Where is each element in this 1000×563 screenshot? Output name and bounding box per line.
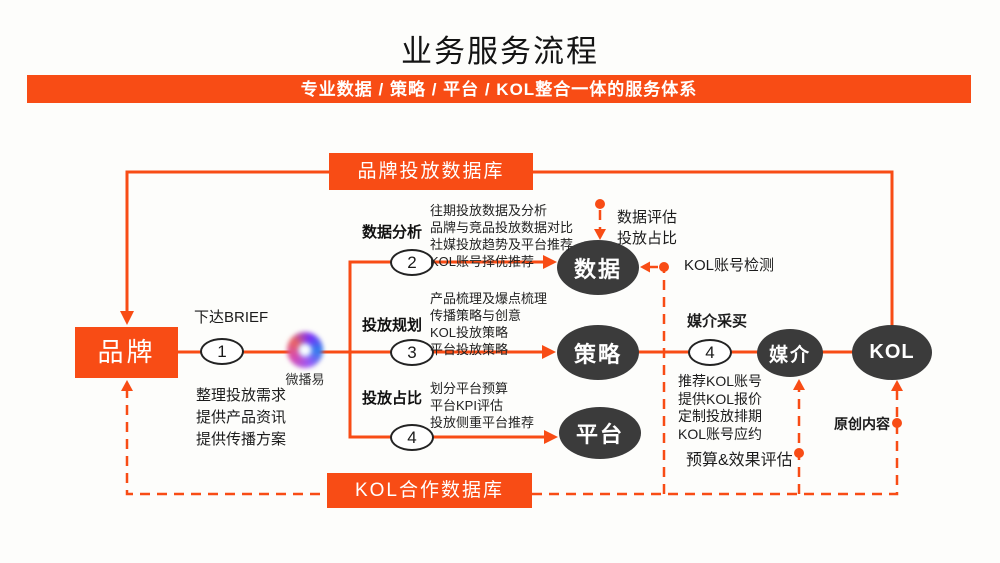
step-4-item: 投放侧重平台推荐 [430, 415, 535, 430]
media-buy-title: 媒介采买 [687, 313, 748, 330]
step-2-item-list: 往期投放数据及分析 品牌与竞品投放数据对比 社媒投放趋势及平台推荐 KOL账号择… [430, 202, 573, 270]
brand-box: 品牌 [75, 327, 178, 378]
page-title: 业务服务流程 [401, 34, 599, 69]
node-platform: 平台 [559, 407, 641, 459]
dashed-arrowheads [121, 229, 903, 391]
step-2-item: 往期投放数据及分析 [430, 203, 548, 218]
step-2-circle: 2 [390, 249, 434, 276]
brand-delivery-database-box: 品牌投放数据库 [329, 153, 533, 190]
step-4-title: 投放占比 [362, 390, 423, 407]
media-buy-item: 定制投放排期 [678, 408, 762, 424]
data-eval-line: 数据评估 [617, 209, 678, 226]
step-1-circle: 1 [200, 338, 244, 365]
step-4-item-list: 划分平台预算 平台KPI评估 投放侧重平台推荐 [430, 380, 534, 431]
kol-cooperation-database-box: KOL合作数据库 [327, 473, 532, 508]
original-content-annotation: 原创内容 [834, 416, 890, 432]
step-3-item-list: 产品梳理及爆点梳理 传播策略与创意 KOL投放策略 平台投放策略 [430, 290, 547, 358]
step-3-title: 投放规划 [362, 317, 423, 334]
weiboyi-logo-label: 微播易 [285, 372, 325, 387]
subtitle-banner: 专业数据 / 策略 / 平台 / KOL整合一体的服务体系 [27, 75, 971, 103]
brand-task-item: 提供传播方案 [196, 431, 287, 448]
node-data: 数据 [557, 240, 639, 295]
data-eval-annotation: 数据评估 投放占比 [617, 207, 677, 249]
data-eval-line: 投放占比 [617, 230, 678, 247]
step-3-item: 传播策略与创意 [430, 308, 522, 323]
node-media: 媒介 [757, 329, 823, 377]
brand-task-list: 整理投放需求 提供产品资讯 提供传播方案 [196, 385, 286, 451]
node-strategy: 策略 [557, 325, 639, 380]
step-3-circle: 3 [390, 339, 434, 366]
kol-check-annotation: KOL账号检测 [684, 257, 775, 274]
media-buy-item: 推荐KOL账号 [678, 373, 763, 389]
step-3-item: KOL投放策略 [430, 325, 509, 340]
step-4-item: 平台KPI评估 [430, 398, 503, 413]
brand-task-item: 提供产品资讯 [196, 409, 287, 426]
media-buy-item: KOL账号应约 [678, 425, 763, 442]
node-kol: KOL [852, 325, 932, 380]
step-2-title: 数据分析 [362, 224, 423, 241]
step-4-circle: 4 [390, 424, 434, 451]
solid-arrowheads [120, 255, 558, 444]
budget-eval-annotation: 预算&效果评估 [686, 452, 793, 469]
weiboyi-logo-icon [287, 332, 323, 368]
brief-arrow-label: 下达BRIEF [194, 309, 269, 326]
step-2-item: 社媒投放趋势及平台推荐 [430, 237, 574, 252]
brand-task-item: 整理投放需求 [196, 387, 287, 404]
media-buy-item-list: 推荐KOL账号 提供KOL报价 定制投放排期 KOL账号应约 [678, 373, 762, 443]
step-2-item: 品牌与竞品投放数据对比 [430, 220, 574, 235]
step-3-item: 平台投放策略 [430, 342, 509, 357]
media-buy-item: 提供KOL报价 [678, 390, 763, 407]
step-2-item: KOL账号择优推荐 [430, 254, 535, 269]
step-3-item: 产品梳理及爆点梳理 [430, 291, 548, 306]
step-4-item: 划分平台预算 [430, 381, 509, 396]
step-media-buy-circle: 4 [688, 339, 732, 366]
connector-dots [595, 199, 902, 458]
